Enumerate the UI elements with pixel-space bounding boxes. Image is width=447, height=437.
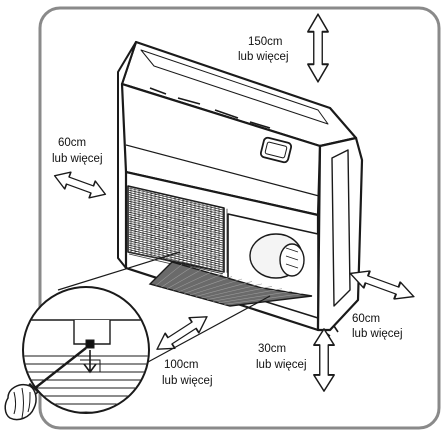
intake-grille: [127, 185, 228, 277]
blower-fan-blades: [285, 247, 299, 269]
unit-top-vent-dashes: [149, 87, 271, 129]
outer-frame: [38, 6, 441, 430]
left-clearance-qualifier: lub więcej: [52, 153, 103, 165]
left-clearance-distance: 60cm: [58, 137, 86, 149]
blower-fan: [279, 243, 305, 277]
front-clearance-arrow-icon: [151, 308, 213, 358]
right-clearance-qualifier: lub więcej: [352, 328, 403, 340]
bottom-clearance-distance: 30cm: [258, 343, 286, 355]
hand-icon: [4, 384, 37, 421]
air-filter: [148, 261, 313, 307]
filter-release-detail: [22, 286, 150, 414]
right-clearance-distance: 60cm: [352, 313, 380, 325]
zoom-leader-bottom: [147, 295, 271, 363]
zoom-leader-top: [57, 251, 181, 291]
top-clearance-qualifier: lub więcej: [238, 51, 289, 63]
unit-right-side-panel: [331, 149, 351, 307]
bottom-clearance-arrow-icon: [312, 328, 336, 392]
top-clearance-distance: 150cm: [248, 36, 283, 48]
unit-right-side: [316, 136, 364, 332]
unit-panel-seam: [125, 144, 320, 197]
bottom-clearance-qualifier: lub więcej: [256, 359, 307, 371]
front-clearance-qualifier: lub więcej: [162, 375, 213, 387]
unit-top-inner-edge: [140, 49, 329, 125]
front-clearance-distance: 100cm: [164, 359, 199, 371]
left-clearance-arrow-icon: [50, 166, 110, 204]
display-window-inner: [264, 141, 288, 159]
display-window: [259, 136, 293, 164]
top-clearance-arrow-icon: [306, 13, 330, 83]
